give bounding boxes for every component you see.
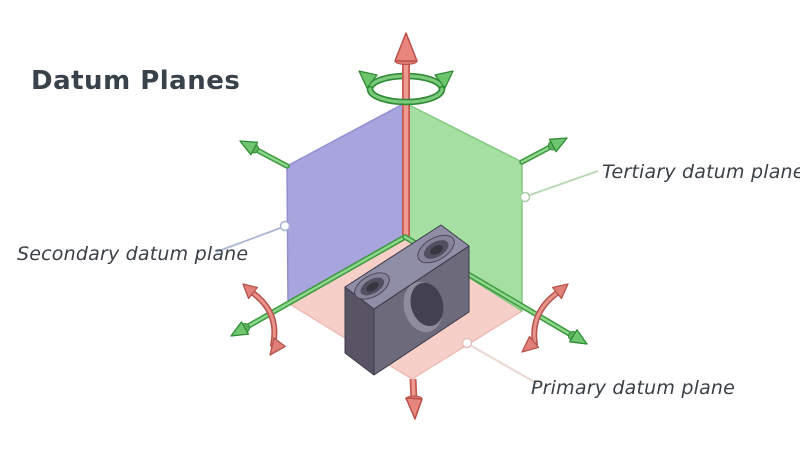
axis-arrow-upper-right bbox=[519, 137, 568, 165]
leader-primary bbox=[461, 337, 539, 385]
rotation-arc-right bbox=[521, 283, 569, 353]
rotation-arrowhead-icon bbox=[358, 70, 378, 89]
rotation-arc-left bbox=[242, 283, 286, 356]
z-axis-arrow-down bbox=[405, 378, 423, 420]
leader-tertiary bbox=[519, 170, 599, 203]
leader-marker bbox=[279, 220, 291, 232]
bore-hole bbox=[403, 281, 444, 333]
label-primary-datum-plane: Primary datum plane bbox=[531, 377, 736, 399]
rotation-arrowhead-icon bbox=[434, 70, 454, 89]
leader-marker bbox=[519, 191, 531, 203]
leader-marker bbox=[461, 337, 473, 349]
rotation-arrowhead-icon bbox=[242, 283, 259, 300]
part-block bbox=[344, 224, 470, 376]
z-axis-arrow-up bbox=[394, 32, 418, 237]
counterbore-hole bbox=[417, 234, 455, 264]
rotation-arrowhead-icon bbox=[521, 335, 540, 353]
rotation-arc-top bbox=[358, 70, 454, 106]
rotation-arrowhead-icon bbox=[269, 337, 286, 356]
label-secondary-datum-plane: Secondary datum plane bbox=[17, 243, 249, 265]
counterbore-hole bbox=[354, 272, 390, 300]
page-title: Datum Planes bbox=[31, 66, 241, 96]
label-tertiary-datum-plane: Tertiary datum plane bbox=[602, 161, 800, 183]
rotation-arrowhead-icon bbox=[551, 283, 569, 300]
axis-arrow-upper-left bbox=[239, 140, 290, 169]
leader-secondary bbox=[215, 220, 291, 253]
